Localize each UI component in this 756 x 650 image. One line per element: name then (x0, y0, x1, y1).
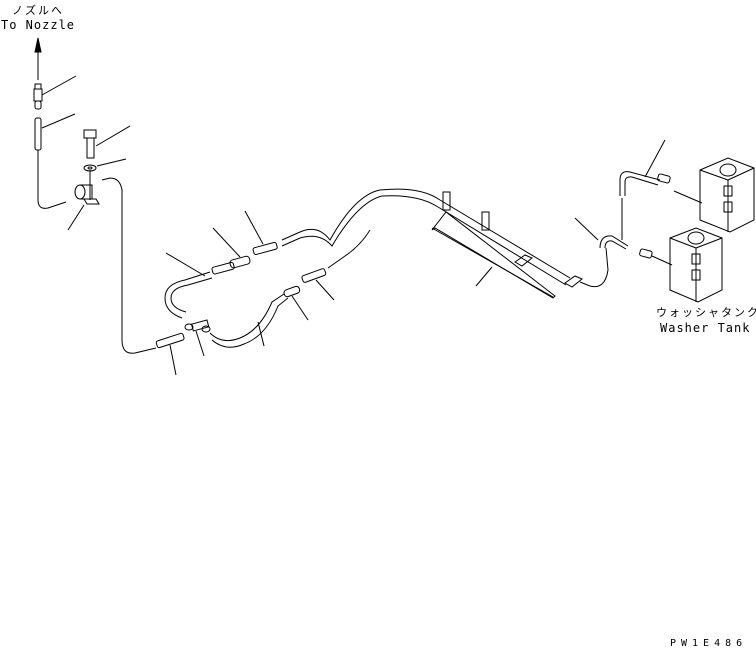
t-joint (184, 319, 211, 357)
washer-tank-label-en: Washer Tank (660, 321, 751, 335)
washer-tank-upper (673, 157, 755, 233)
clip-4 (564, 275, 583, 288)
s-bend-hose (574, 198, 629, 250)
connector-upper (212, 188, 441, 269)
clamp (67, 170, 157, 354)
clip-2 (481, 211, 490, 231)
washer-tank-label-jp: ウォッシャタンク (656, 306, 756, 319)
hose-lower-right (209, 229, 371, 348)
figure-code: PW1E486 (670, 638, 748, 649)
arrow-up-icon (34, 37, 42, 80)
clip-3 (514, 254, 533, 267)
hose-left-loop (164, 252, 235, 319)
nozzle-label-jp: ノズルへ (12, 4, 64, 17)
bolt (83, 125, 131, 159)
rigid-tube (431, 191, 609, 299)
hose-lower (155, 332, 185, 376)
upper-hose-bend (619, 139, 671, 196)
nozzle-label-en: To Nozzle (1, 18, 76, 32)
clip-1 (442, 191, 451, 211)
washer-tank-lower (639, 227, 723, 303)
short-hose (34, 113, 76, 209)
nozzle-fitting (33, 75, 77, 110)
washer (83, 158, 127, 172)
